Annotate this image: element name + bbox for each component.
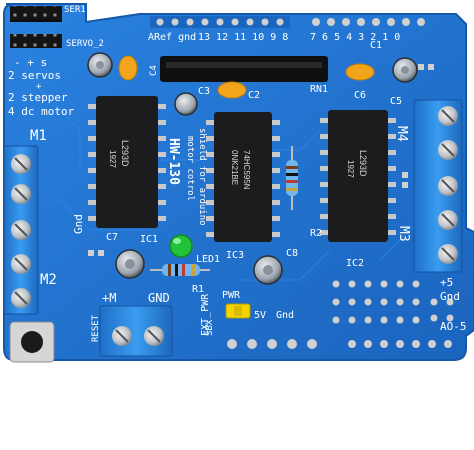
label-pwr: PWR xyxy=(222,290,241,301)
label-gnd-mid: Gnd xyxy=(276,310,294,321)
label-r1: R1 xyxy=(192,284,204,295)
ic3-marking-2: 0NK21BE xyxy=(230,150,239,185)
label-servo2: SERVO_2 xyxy=(66,39,104,49)
capacitor-center xyxy=(174,92,198,116)
label-5v: 5V xyxy=(254,310,266,321)
label-minus-plus-s: - + s xyxy=(14,56,47,69)
capacitor-c7 xyxy=(115,249,145,279)
resistor-r2 xyxy=(286,146,298,210)
label-m4: M4 xyxy=(394,126,409,142)
label-ic1: IC1 xyxy=(140,234,158,245)
ic3-marking: 74HC595N xyxy=(242,150,251,190)
digital-pin-pads xyxy=(156,18,425,26)
label-ao5: AO-5 xyxy=(440,320,467,333)
ic2-marking-2: 1927 xyxy=(346,160,355,178)
ceramic-cap-c3 xyxy=(217,81,247,99)
label-c8: C8 xyxy=(286,248,298,259)
label-c6: C6 xyxy=(354,90,366,101)
power-pads xyxy=(227,339,317,349)
ic1-marking-2: 1927 xyxy=(108,150,117,168)
analog-pad-grid xyxy=(332,280,452,348)
label-c3: C3 xyxy=(198,86,210,97)
led1-indicator xyxy=(169,234,193,258)
servo-header-ser1[interactable] xyxy=(10,6,62,22)
label-plus: + xyxy=(36,82,42,92)
board-subtitle-1: motor cotrol xyxy=(185,136,195,201)
label-plus-m: +M xyxy=(102,291,116,305)
label-aref-gnd: ARef gnd xyxy=(148,32,196,43)
label-m1: M1 xyxy=(30,128,47,144)
label-m2: M2 xyxy=(40,272,57,288)
label-c5: C5 xyxy=(390,96,402,107)
capacitor-c-topleft xyxy=(87,52,113,78)
board-title: HW-130 xyxy=(166,138,181,185)
label-c4: C4 xyxy=(149,65,159,76)
ceramic-cap-c6 xyxy=(345,63,375,81)
label-reset: RESET xyxy=(91,314,101,342)
terminal-ext-pwr[interactable] xyxy=(99,305,173,357)
servo-header-servo2[interactable] xyxy=(10,34,62,48)
label-ic3: IC3 xyxy=(226,250,244,261)
misc-pads xyxy=(88,64,434,256)
resistor-r1 xyxy=(150,264,210,276)
terminal-m3-m4[interactable] xyxy=(413,99,463,273)
label-gnd-right: Gnd xyxy=(440,290,460,303)
terminal-m1-m2[interactable] xyxy=(3,145,39,315)
label-ic2: IC2 xyxy=(346,258,364,269)
chip-ic2: L293D 1927 xyxy=(320,110,396,242)
stacking-header-strip[interactable] xyxy=(160,56,328,82)
capacitor-c8 xyxy=(253,255,283,285)
label-ser1: SER1 xyxy=(64,5,86,15)
ic2-marking: L293D xyxy=(358,150,368,177)
label-gnd-bottom: GND xyxy=(148,291,170,305)
label-r2: R2 xyxy=(310,228,322,239)
chip-ic1: L293D 1927 xyxy=(88,96,166,228)
label-m3: M3 xyxy=(396,226,411,242)
label-c2: C2 xyxy=(248,90,260,101)
capacitor-c5 xyxy=(392,57,418,83)
ic1-marking: L293D xyxy=(120,140,130,167)
ceramic-cap-c1 xyxy=(118,55,138,81)
label-gnd-left: Gnd xyxy=(72,214,85,234)
board-subtitle-2: shield for arduino xyxy=(197,128,207,226)
label-digital-pins-right: 7 6 5 4 3 2 1 0 xyxy=(310,32,400,43)
label-c7: C7 xyxy=(106,232,118,243)
label-servos: 2 servos xyxy=(8,69,61,82)
label-stepper: 2 stepper xyxy=(8,91,68,104)
power-jumper[interactable] xyxy=(225,303,251,319)
label-ext-pwr: EXT_PWR xyxy=(200,293,211,336)
label-dc-motor: 4 dc motor xyxy=(8,105,75,118)
label-digital-pins: 13 12 11 10 9 8 xyxy=(198,32,288,43)
label-c1: C1 xyxy=(370,40,382,51)
label-rn1: RN1 xyxy=(310,84,328,95)
label-plus5: +5 xyxy=(440,276,453,289)
right-edge-pads xyxy=(430,298,454,322)
chip-ic3: 74HC595N 0NK21BE xyxy=(206,112,280,242)
reset-button[interactable] xyxy=(9,321,55,363)
label-led1: LED1 xyxy=(196,254,220,265)
label-sbx: SBX xyxy=(205,319,215,336)
